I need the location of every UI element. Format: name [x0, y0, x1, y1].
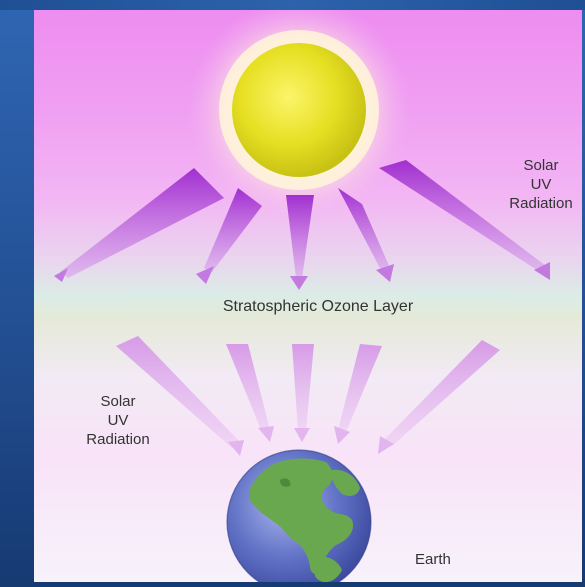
uv-ozone-diagram: Stratospheric Ozone Layer Solar UV Radia…	[34, 10, 582, 582]
lower-uv-rays	[116, 336, 500, 456]
earth-globe-icon	[226, 449, 372, 582]
earth-label: Earth	[415, 551, 451, 568]
arrow-icon	[292, 344, 314, 430]
sun-icon	[232, 43, 366, 177]
arrow-icon	[204, 188, 262, 272]
upper-uv-rays	[54, 160, 550, 290]
arrow-icon	[60, 168, 224, 278]
uv-radiation-label-left: Solar UV Radiation	[86, 393, 150, 448]
uv-radiation-label-top: Solar UV Radiation	[509, 157, 573, 212]
arrow-icon	[286, 195, 314, 278]
slide-top-border	[0, 0, 585, 10]
arrow-icon	[384, 340, 500, 446]
diagram-graphics	[54, 10, 550, 582]
ozone-layer-label: Stratospheric Ozone Layer	[222, 298, 414, 315]
arrow-icon	[226, 344, 270, 432]
arrow-icon	[338, 344, 382, 432]
arrow-icon	[116, 336, 240, 448]
arrow-icon	[338, 188, 390, 272]
arrow-icon	[379, 160, 546, 272]
